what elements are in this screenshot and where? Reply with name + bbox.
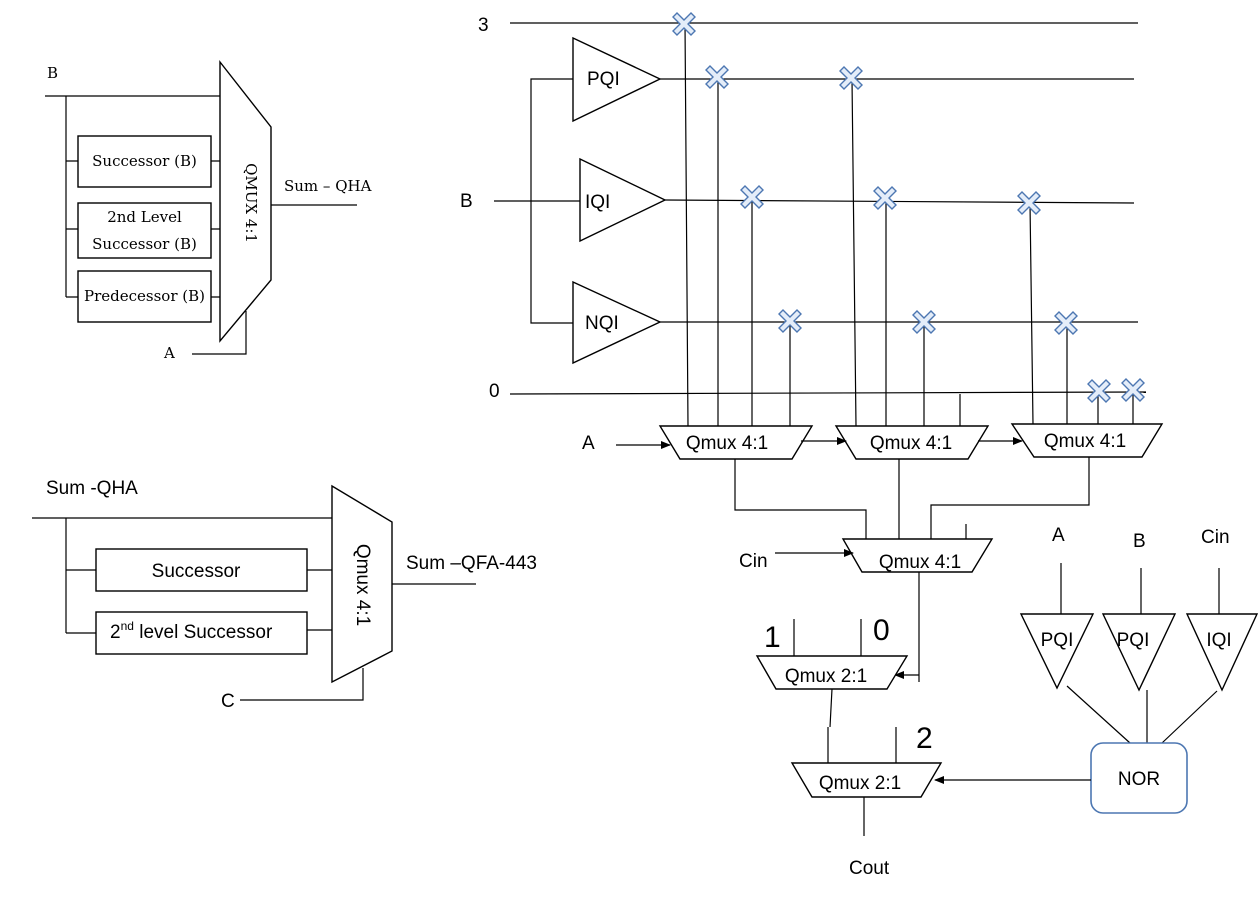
connection-cross-icon [839, 66, 863, 90]
const-2-label: 2 [916, 722, 933, 755]
nqi-gate-label: NQI [585, 313, 619, 334]
qmux-2to1-lower [790, 762, 943, 798]
qmux-4to1-first [658, 425, 814, 460]
qfa-select-label: C [221, 691, 235, 712]
qha-input-b-label: B [47, 64, 58, 82]
iqi-gate [579, 157, 667, 243]
qha-input-a-label: A [163, 344, 175, 362]
connection-cross-icon [1017, 191, 1041, 215]
nqi-gate [572, 280, 662, 365]
qha-circuit: B Successor (B) 2nd Level Successor (B) … [45, 59, 372, 362]
rail-b-label: B [460, 191, 473, 212]
qha-mux [219, 59, 272, 343]
nor-input-cin-label: Cin [1201, 527, 1230, 548]
qmux-2to1-lower-label: Qmux 2:1 [819, 773, 901, 794]
nor-gate [1090, 742, 1188, 814]
qfa-successor-block [95, 548, 308, 592]
qha-mux-label: QMUX 4:1 [242, 163, 260, 243]
qha-output-label: Sum – QHA [284, 177, 372, 195]
connection-cross-icon [672, 12, 696, 36]
qha-predecessor-label: Predecessor (B) [84, 287, 205, 305]
qha-successor-block [77, 135, 212, 188]
qmux-4to1-third-label: Qmux 4:1 [1044, 431, 1126, 452]
rail-3-label: 3 [478, 15, 489, 36]
qmux-4to1-first-label: Qmux 4:1 [686, 433, 768, 454]
qfa-2nd-successor-label: 2nd level Successor [110, 619, 273, 643]
connection-cross-icon [705, 65, 729, 89]
qmux-4to1-third [1010, 423, 1164, 458]
qfa-mux [331, 484, 393, 684]
qmux-4to1-cin [841, 538, 994, 573]
nor-iqi-gate-label: IQI [1206, 630, 1231, 651]
qmux-2to1-upper [755, 655, 909, 690]
pqi-gate [572, 36, 662, 123]
carry-input-cin-label: Cin [739, 551, 768, 572]
nor-gate-label: NOR [1118, 769, 1160, 790]
qha-2nd-successor-label-line1: 2nd Level [107, 208, 182, 226]
connection-cross-icon [873, 186, 897, 210]
qmux-4to1-cin-label: Qmux 4:1 [879, 552, 961, 573]
qfa-circuit: Sum -QHA Successor 2nd level Successor Q… [32, 478, 537, 712]
qfa-output-label: Sum –QFA-443 [406, 553, 537, 574]
nor-pqi-gate-2 [1101, 613, 1177, 692]
qha-2nd-successor-label-line2: Successor (B) [92, 235, 197, 253]
qha-successor-label: Successor (B) [92, 152, 197, 170]
qha-predecessor-block [77, 270, 212, 323]
nor-pqi-gate-1-label: PQI [1041, 630, 1074, 651]
carry-input-a-label: A [582, 433, 595, 454]
qmux-4to1-second [834, 425, 990, 460]
nor-input-a-label: A [1052, 525, 1065, 546]
carry-circuit: 3 B 0 PQI IQI NQI [460, 12, 1259, 879]
qmux-4to1-second-label: Qmux 4:1 [870, 433, 952, 454]
rail-0-label: 0 [489, 381, 500, 402]
nor-input-b-label: B [1133, 531, 1146, 552]
connection-cross-icon [1054, 311, 1078, 335]
qfa-input-label: Sum -QHA [46, 478, 138, 499]
connection-cross-icon [1087, 379, 1111, 403]
qmux-2to1-upper-label: Qmux 2:1 [785, 666, 867, 687]
nor-iqi-gate [1185, 613, 1259, 692]
pqi-gate-label: PQI [587, 69, 620, 90]
qfa-mux-label: Qmux 4:1 [352, 544, 373, 626]
const-0-label: 0 [873, 614, 890, 647]
const-1-label: 1 [764, 621, 781, 654]
qfa-2nd-successor-block [95, 611, 308, 655]
qfa-successor-label: Successor [152, 561, 241, 582]
cout-label: Cout [849, 858, 890, 879]
iqi-gate-label: IQI [585, 192, 610, 213]
nor-pqi-gate-2-label: PQI [1117, 630, 1150, 651]
nor-pqi-gate-1 [1019, 613, 1095, 690]
qha-2nd-successor-block [77, 202, 212, 259]
